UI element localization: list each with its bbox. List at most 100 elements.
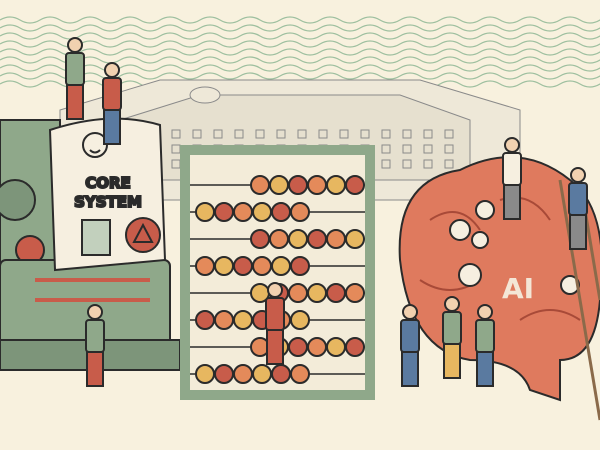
abacus-bead <box>307 337 327 357</box>
abacus-bead <box>214 310 234 330</box>
person-on-ladder-legs <box>569 214 587 250</box>
abacus-bead <box>195 256 215 276</box>
person-on-ladder-head <box>570 167 586 183</box>
abacus-bead <box>326 175 346 195</box>
window <box>276 129 286 139</box>
wave-line <box>0 40 600 48</box>
abacus-bead <box>250 175 270 195</box>
window <box>381 144 391 154</box>
window <box>297 129 307 139</box>
window <box>234 129 244 139</box>
abacus-bead <box>252 256 272 276</box>
abacus-bead <box>233 256 253 276</box>
sky-waves <box>0 16 600 88</box>
window <box>402 159 412 169</box>
abacus-bead <box>250 229 270 249</box>
person-in-suit-body <box>265 297 285 331</box>
window <box>423 129 433 139</box>
abacus-bead <box>307 175 327 195</box>
person-blue-body <box>400 319 420 353</box>
abacus-bead <box>233 310 253 330</box>
person-sitting-head <box>104 62 120 78</box>
machine-label-core: CORE <box>85 174 131 192</box>
abacus-bead <box>252 364 272 384</box>
person-on-brain-head <box>504 137 520 153</box>
abacus-bead <box>290 256 310 276</box>
person-on-machine-legs <box>66 84 84 120</box>
person-sitting-legs <box>103 109 121 145</box>
abacus-bead <box>290 364 310 384</box>
person-on-machine-body <box>65 52 85 86</box>
abacus-bead <box>214 256 234 276</box>
abacus-bead <box>233 364 253 384</box>
abacus-bead <box>271 256 291 276</box>
window <box>381 129 391 139</box>
abacus-bead <box>290 202 310 222</box>
wave-line <box>0 48 600 56</box>
person-blue-legs <box>401 351 419 387</box>
person-in-suit-legs <box>266 329 284 365</box>
person-in-suit-head <box>267 282 283 298</box>
abacus-bead <box>195 310 215 330</box>
abacus-bead <box>326 337 346 357</box>
abacus-bead <box>326 229 346 249</box>
person-reaching-head <box>477 304 493 320</box>
window <box>255 129 265 139</box>
abacus-bead <box>288 175 308 195</box>
window <box>213 129 223 139</box>
window <box>402 144 412 154</box>
person-pointing-head <box>87 304 103 320</box>
abacus-bead <box>345 229 365 249</box>
person-pointing-legs <box>86 351 104 387</box>
abacus-bead <box>290 310 310 330</box>
window <box>444 159 454 169</box>
wave-line <box>0 16 600 24</box>
abacus-bead <box>252 202 272 222</box>
wave-line <box>0 56 600 64</box>
window <box>339 129 349 139</box>
machine-label-system: SYSTEM <box>74 193 142 211</box>
abacus-bead <box>288 229 308 249</box>
abacus-bead <box>326 283 346 303</box>
person-on-ladder-body <box>568 182 588 216</box>
window <box>423 144 433 154</box>
window <box>318 129 328 139</box>
window <box>360 129 370 139</box>
window <box>171 129 181 139</box>
abacus-bead <box>269 229 289 249</box>
abacus-bead <box>288 283 308 303</box>
abacus-bead <box>345 337 365 357</box>
wave-line <box>0 32 600 40</box>
abacus-bead <box>345 175 365 195</box>
abacus-bead <box>288 337 308 357</box>
abacus-bead <box>271 364 291 384</box>
window <box>402 129 412 139</box>
wave-line <box>0 72 600 80</box>
person-sitting-body <box>102 77 122 111</box>
window <box>444 144 454 154</box>
window <box>423 159 433 169</box>
person-blue-head <box>402 304 418 320</box>
person-on-brain-body <box>502 152 522 186</box>
window <box>381 159 391 169</box>
abacus-bead <box>214 202 234 222</box>
abacus-bead <box>269 175 289 195</box>
abacus-bead <box>214 364 234 384</box>
abacus-bead <box>233 202 253 222</box>
government-building <box>59 79 521 201</box>
abacus-bead <box>195 202 215 222</box>
window <box>192 129 202 139</box>
person-reaching-body <box>475 319 495 353</box>
abacus-bead <box>307 229 327 249</box>
window <box>444 129 454 139</box>
person-green-head <box>444 296 460 312</box>
person-reaching-legs <box>476 351 494 387</box>
person-on-machine-head <box>67 37 83 53</box>
people <box>65 37 588 387</box>
person-on-brain-legs <box>503 184 521 220</box>
person-pointing-body <box>85 319 105 353</box>
person-green-legs <box>443 343 461 379</box>
wave-line <box>0 64 600 72</box>
abacus-bead <box>195 364 215 384</box>
abacus-bead <box>307 283 327 303</box>
